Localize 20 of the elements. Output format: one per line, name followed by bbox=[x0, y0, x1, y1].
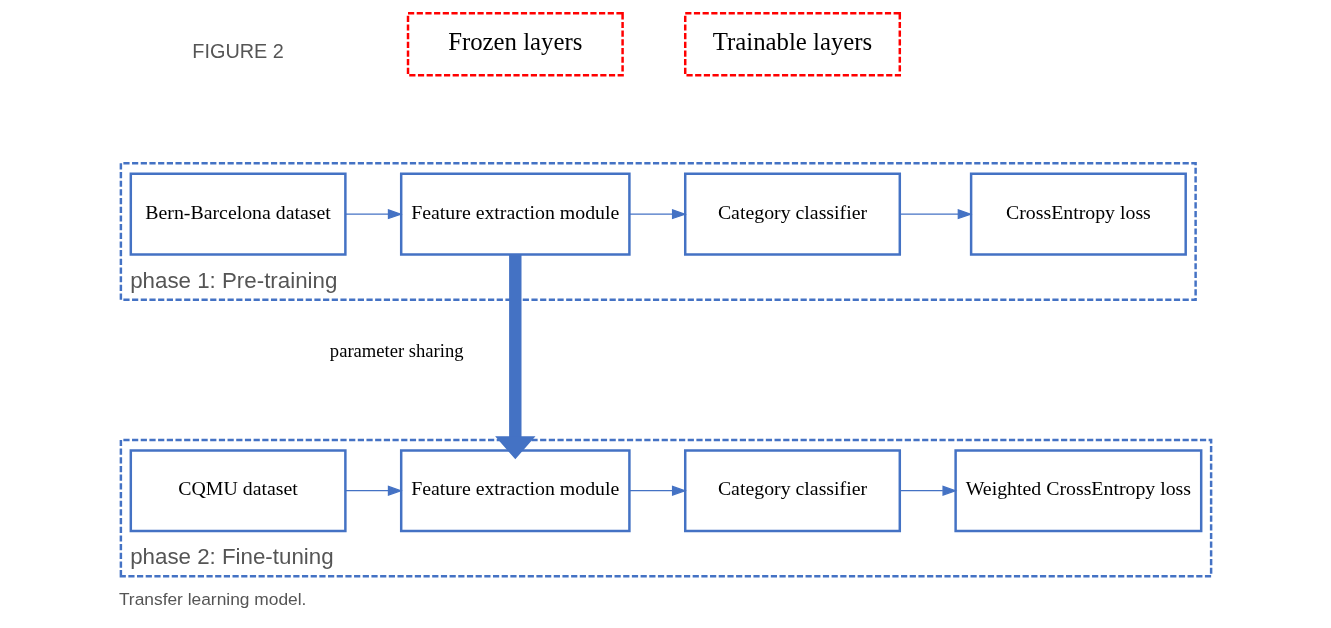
node-box: Category classifier bbox=[683, 449, 901, 533]
arrow bbox=[628, 208, 687, 220]
label: FIGURE 2 bbox=[191, 39, 284, 62]
node-box: Frozen layers bbox=[406, 12, 624, 77]
node-box: Trainable layers bbox=[683, 12, 901, 77]
node-box: CrossEntropy loss bbox=[969, 172, 1187, 256]
caption: Transfer learning model. bbox=[118, 589, 306, 610]
node-box: Category classifier bbox=[683, 172, 901, 256]
arrow bbox=[344, 208, 403, 220]
node-box: Feature extraction module bbox=[399, 449, 631, 533]
arrow bbox=[628, 485, 687, 496]
arrow bbox=[899, 208, 973, 220]
node-box: CQMU dataset bbox=[129, 449, 347, 533]
node-box: Weighted CrossEntropy loss bbox=[953, 449, 1202, 533]
arrow bbox=[344, 485, 403, 496]
arrow bbox=[899, 485, 957, 496]
node-box: Bern-Barcelona dataset bbox=[129, 172, 347, 256]
arrow bbox=[494, 254, 535, 460]
node-box: Feature extraction module bbox=[399, 172, 631, 256]
edge-label: parameter sharing bbox=[329, 340, 464, 362]
